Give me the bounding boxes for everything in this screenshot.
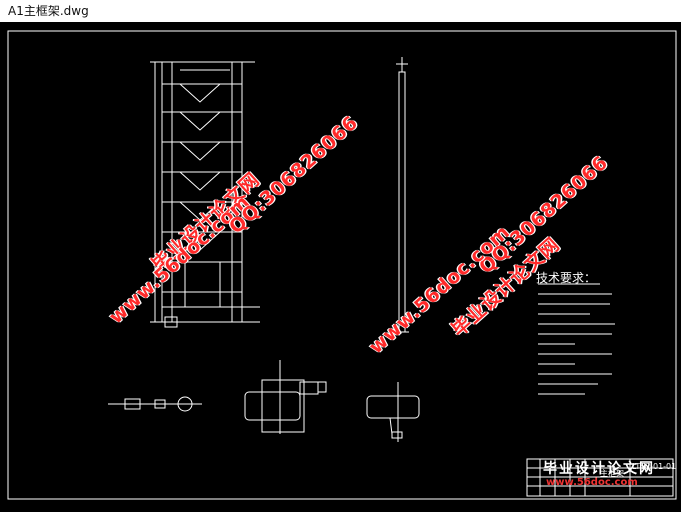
footer-url: www.56doc.com: [546, 477, 638, 488]
tech-requirements-heading: 技术要求：: [536, 271, 597, 285]
cad-drawing: [7, 30, 677, 500]
side-view: [395, 57, 409, 333]
window-title: A1主框架.dwg: [0, 0, 681, 22]
notes-lines: [538, 283, 615, 395]
detail-views: [108, 360, 420, 442]
title-block-name: 主框架: [600, 469, 624, 478]
title-block: [526, 458, 674, 497]
drawing-canvas[interactable]: 毕业设计论文网 www.56doc.com QQ:306826066 QQ:30…: [0, 22, 681, 512]
title-block-code: LTTC-01-01: [632, 462, 677, 471]
main-frame-view: [150, 61, 260, 328]
footer-brand: 毕业设计论文网: [543, 461, 655, 477]
